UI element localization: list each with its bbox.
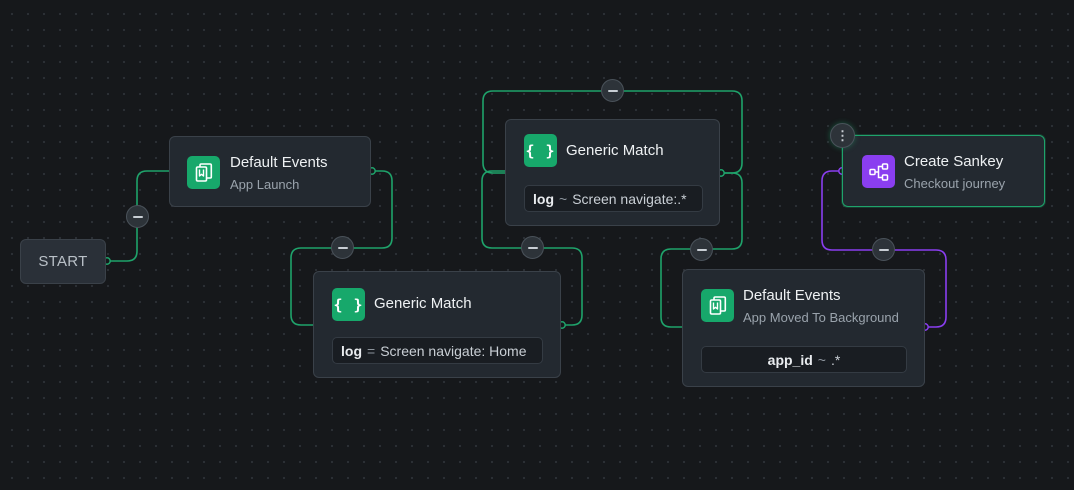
braces-icon: { } <box>332 288 365 321</box>
expr-operator: ~ <box>817 351 826 368</box>
braces-glyph: { } <box>525 141 556 160</box>
remove-edge-button[interactable] <box>872 238 895 261</box>
node-subtitle: Checkout journey <box>904 176 1006 191</box>
node-create-sankey[interactable]: Create Sankey Checkout journey <box>842 135 1045 207</box>
braces-icon: { } <box>524 134 557 167</box>
expr-value: Screen navigate: Home <box>380 342 527 359</box>
match-expression[interactable]: log ~ Screen navigate:.* <box>524 185 703 212</box>
node-title: Generic Match <box>374 295 472 312</box>
node-default-events-app-launch[interactable]: Default Events App Launch <box>169 136 371 207</box>
remove-edge-button[interactable] <box>601 79 624 102</box>
sankey-flow-icon <box>862 155 895 188</box>
node-menu-button[interactable]: ⋮ <box>830 123 855 148</box>
bookmark-pages-icon <box>187 156 220 189</box>
remove-edge-button[interactable] <box>126 205 149 228</box>
node-title: Default Events <box>230 154 328 171</box>
remove-edge-button[interactable] <box>690 238 713 261</box>
expr-value: .* <box>830 351 841 368</box>
expr-value: Screen navigate:.* <box>572 190 687 207</box>
node-generic-match-home[interactable]: { } Generic Match log = Screen navigate:… <box>313 271 561 378</box>
node-title: Default Events <box>743 287 841 304</box>
expr-operator: ~ <box>559 190 568 207</box>
node-subtitle: App Moved To Background <box>743 310 899 325</box>
remove-edge-button[interactable] <box>331 236 354 259</box>
remove-edge-button[interactable] <box>521 236 544 259</box>
start-node[interactable]: START <box>20 239 106 284</box>
match-expression[interactable]: log = Screen navigate: Home <box>332 337 543 364</box>
node-title: Create Sankey <box>904 153 1004 170</box>
expr-key: app_id <box>767 351 813 368</box>
expr-key: log <box>533 190 554 207</box>
node-title: Generic Match <box>566 142 664 159</box>
braces-glyph: { } <box>333 295 364 314</box>
bookmark-pages-icon <box>701 289 734 322</box>
expr-operator: = <box>367 342 376 359</box>
match-expression[interactable]: app_id ~ .* <box>701 346 907 373</box>
node-default-events-background[interactable]: Default Events App Moved To Background a… <box>682 269 925 387</box>
expr-key: log <box>341 342 362 359</box>
node-subtitle: App Launch <box>230 177 300 192</box>
node-generic-match-wildcard[interactable]: { } Generic Match log ~ Screen navigate:… <box>505 119 720 226</box>
